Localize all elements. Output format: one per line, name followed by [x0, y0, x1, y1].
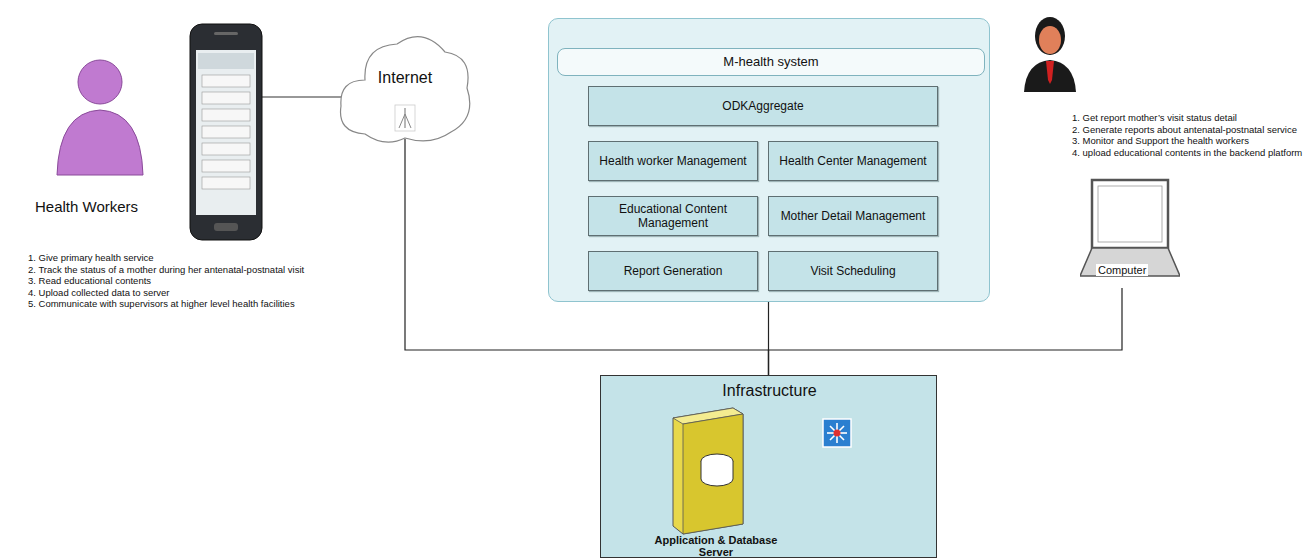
phone-icon [190, 24, 262, 240]
system-panel: M-health systemODKAggregateHealth worker… [548, 18, 990, 302]
list-item: 3. Read educational contents [28, 275, 408, 287]
module-box: Health Center Management [768, 141, 938, 181]
server-label: Application & Database Server [641, 534, 791, 558]
task-list: 1. Give primary health service2. Track t… [28, 252, 408, 310]
server-switch-icons [601, 376, 938, 558]
module-box: ODKAggregate [588, 86, 938, 126]
module-box: Mother Detail Management [768, 196, 938, 236]
computer-icon: Computer [1080, 178, 1180, 290]
list-item: 1. Get report mother’s visit status deta… [1072, 112, 1304, 124]
list-item: 3. Monitor and Support the health worker… [1072, 135, 1304, 147]
module-box: Report Generation [588, 251, 758, 291]
box-title: Infrastructure [601, 382, 938, 400]
module-box: Visit Scheduling [768, 251, 938, 291]
box-text: Report Generation [624, 264, 723, 278]
box-text: Health worker Management [599, 154, 746, 168]
box-text: Educational Content Management [595, 202, 751, 230]
module-box: Educational Content Management [588, 196, 758, 236]
box-text: Mother Detail Management [781, 209, 926, 223]
list-item: 4. Upload collected data to server [28, 287, 408, 299]
panel-header: M-health system [557, 48, 985, 76]
actor-figure: Health Workers [35, 50, 185, 220]
box-text: Visit Scheduling [810, 264, 895, 278]
box-text: Health Center Management [779, 154, 926, 168]
person-icon [35, 50, 185, 220]
infrastructure-box: InfrastructureApplication & Database Ser… [600, 375, 937, 558]
list-item: 5. Communicate with supervisors at highe… [28, 298, 408, 310]
box-text: ODKAggregate [722, 99, 803, 113]
list-item: 2. Track the status of a mother during h… [28, 264, 408, 276]
list-item: 4. upload educational contents in the ba… [1072, 147, 1304, 159]
supervisor-icon [1024, 17, 1076, 92]
task-list: 1. Get report mother’s visit status deta… [1072, 112, 1304, 158]
phone-wire [262, 96, 342, 97]
cloud-label: Internet [335, 69, 475, 87]
module-box: Health worker Management [588, 141, 758, 181]
cloud-shape: Internet [335, 22, 475, 147]
computer-label: Computer [1096, 264, 1148, 276]
actor-label: Health Workers [35, 198, 185, 215]
list-item: 2. Generate reports about antenatal-post… [1072, 124, 1304, 136]
list-item: 1. Give primary health service [28, 252, 408, 264]
